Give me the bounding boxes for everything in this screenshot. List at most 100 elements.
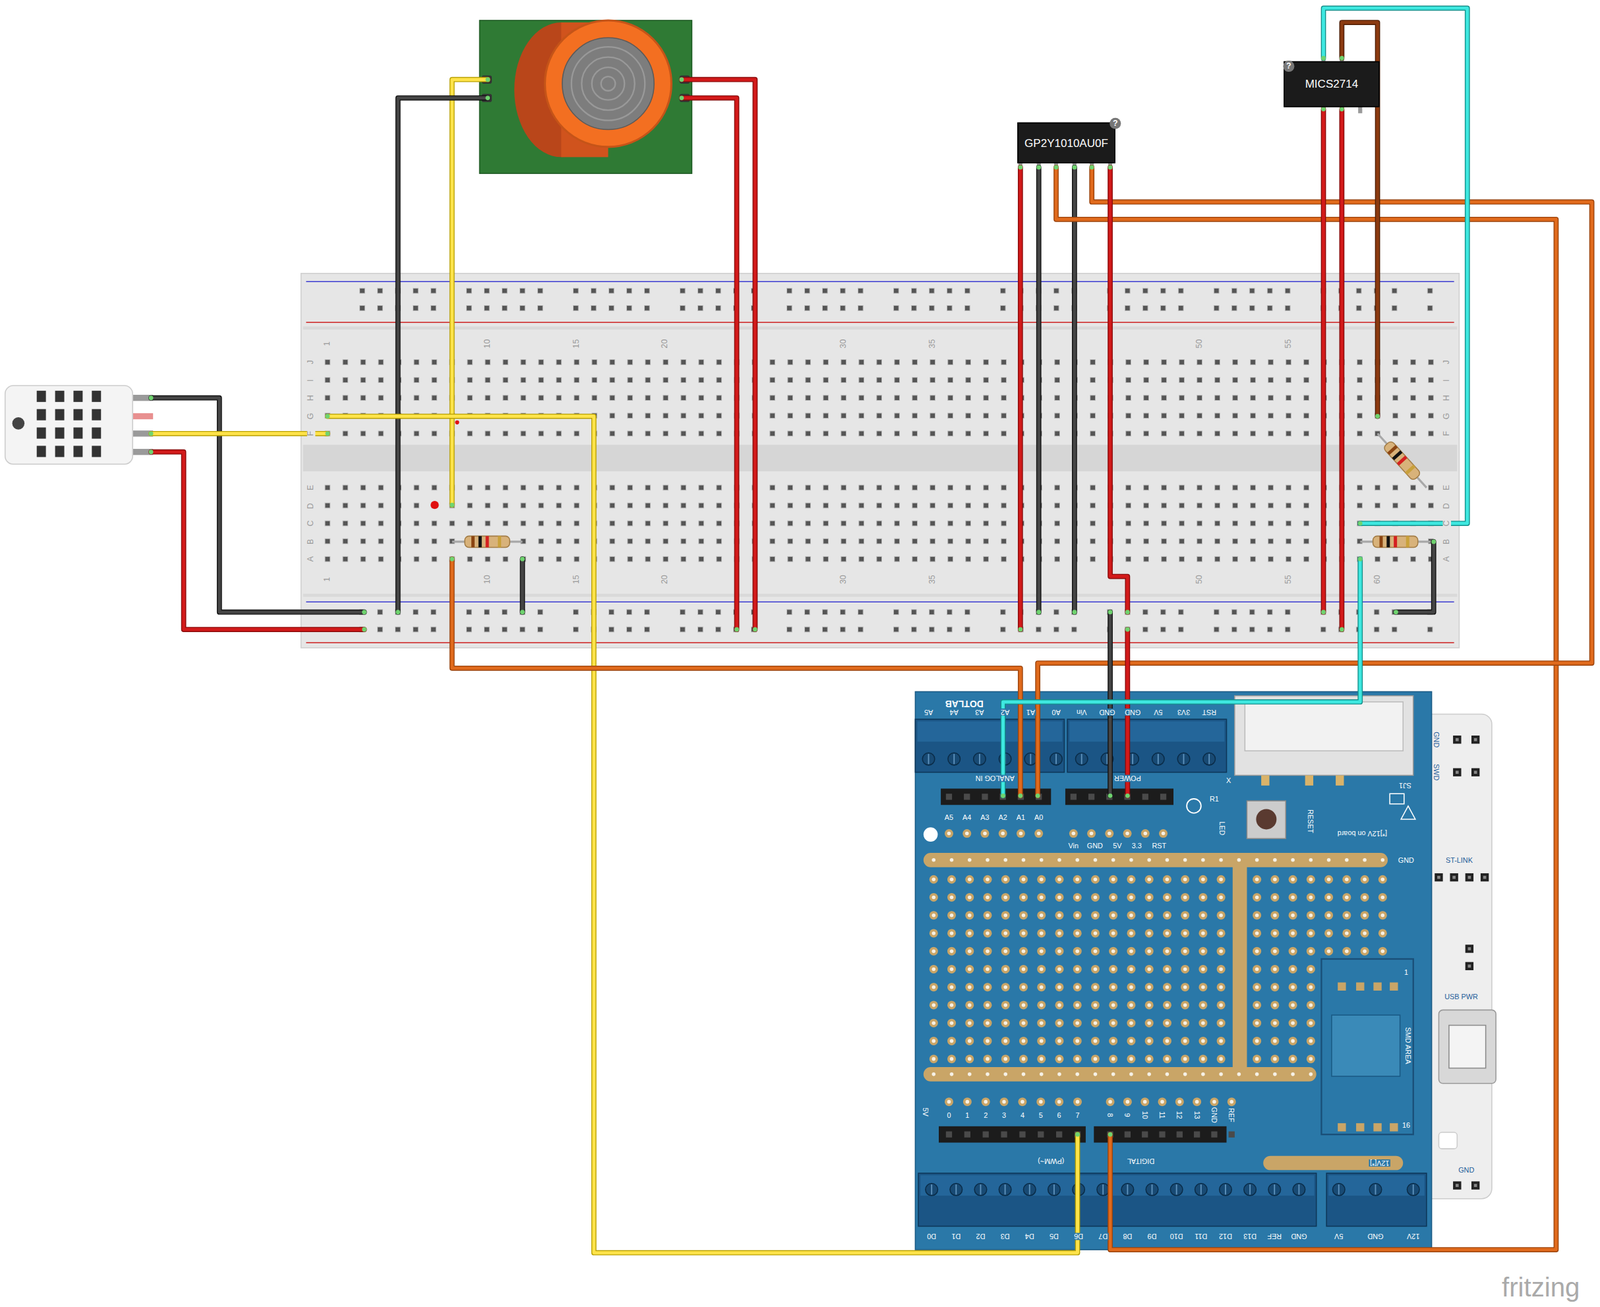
terminal-screw — [1244, 1183, 1257, 1196]
breadboard-hole — [485, 359, 491, 366]
pad-hole — [1183, 1003, 1188, 1008]
breadboard-hole — [626, 626, 633, 633]
pad-ring — [1126, 1000, 1136, 1010]
pad-hole — [985, 913, 990, 918]
pad-ring — [1270, 1019, 1279, 1028]
breadboard-hole — [574, 377, 580, 384]
pad-ring — [1252, 911, 1262, 920]
pin-label: DIGITAL — [1125, 1157, 1156, 1165]
pad-hole — [1195, 1100, 1200, 1105]
breadboard-hole — [716, 431, 722, 437]
pad-hole — [1212, 1100, 1217, 1105]
breadboard-hole — [1125, 556, 1132, 562]
breadboard-hole — [1214, 485, 1221, 491]
breadboard-hole — [485, 556, 491, 562]
pad-ring — [1270, 1037, 1279, 1046]
pad-ring — [1091, 965, 1100, 974]
wire-end — [325, 431, 330, 436]
pad-hole — [1255, 1072, 1260, 1077]
wire-edge — [1395, 541, 1434, 613]
breadboard-hole — [681, 377, 687, 384]
header-pin — [1193, 1131, 1200, 1138]
breadboard-hole — [1054, 503, 1061, 509]
breadboard-hole — [1427, 288, 1433, 294]
pad-hole — [1309, 858, 1314, 863]
pad-ring — [1037, 1069, 1046, 1079]
header-pin — [946, 793, 952, 800]
breadboard-hole — [1090, 377, 1096, 384]
pad-ring — [1126, 1069, 1136, 1079]
pad-ring — [1324, 875, 1334, 885]
wire-edge — [1071, 167, 1078, 613]
breadboard-hole — [1054, 413, 1061, 419]
breadboard-hole — [1125, 395, 1132, 401]
unconnected-marker — [430, 501, 439, 509]
pad-ring — [1106, 1097, 1115, 1107]
pad-hole — [1003, 1039, 1008, 1044]
breadboard-hole — [1268, 485, 1274, 491]
header-pin — [1088, 793, 1095, 800]
pad-ring — [1001, 1069, 1010, 1079]
breadboard-hole — [663, 359, 669, 366]
breadboard-hole — [805, 485, 811, 491]
pad-hole — [1309, 1072, 1314, 1077]
wire-end — [1000, 793, 1006, 799]
sensor-pin — [130, 413, 153, 420]
pad-ring — [1306, 1054, 1316, 1064]
screw-slot — [930, 1184, 933, 1195]
pad-hole — [1218, 913, 1223, 918]
wire-edge — [681, 79, 755, 630]
pad-ring — [929, 1000, 939, 1010]
pad-ring — [1162, 928, 1172, 938]
breadboard-hole — [681, 413, 687, 419]
pad-ring — [1037, 911, 1046, 920]
pad-ring — [1216, 928, 1226, 938]
header-pin — [1228, 1131, 1235, 1138]
breadboard-hole — [644, 305, 651, 312]
breadboard-hole — [1197, 538, 1203, 544]
breadboard-hole — [1214, 556, 1221, 562]
pad-hole — [1183, 895, 1188, 900]
wire-end — [1339, 627, 1345, 633]
breadboard-hole — [1090, 485, 1096, 491]
pad-hole — [1057, 967, 1062, 972]
breadboard-hole — [1160, 288, 1166, 294]
breadboard-hole — [1001, 413, 1007, 419]
breadboard-hole — [573, 609, 579, 616]
breadboard-hole — [485, 503, 491, 509]
breadboard-hole — [378, 503, 384, 509]
pad-ring — [1180, 1019, 1190, 1028]
pad-ring — [1270, 855, 1279, 865]
header-pin — [1434, 873, 1443, 882]
pad-ring — [1001, 1054, 1010, 1064]
header-pin-core — [1455, 738, 1459, 742]
breadboard-hole — [1303, 431, 1310, 437]
breadboard-hole — [822, 626, 828, 633]
breadboard-hole — [841, 556, 847, 562]
breadboard-hole — [698, 520, 705, 527]
breadboard-hole — [964, 626, 970, 633]
breadboard-hole — [1249, 305, 1255, 312]
breadboard-hole — [1427, 305, 1433, 312]
breadboard-hole — [715, 288, 721, 294]
wire — [327, 416, 1078, 1254]
pad-hole — [1165, 985, 1170, 990]
pad-ring — [1054, 1000, 1064, 1010]
breadboard-hole — [609, 520, 616, 527]
wire — [1340, 109, 1344, 630]
breadboard-hole — [876, 503, 883, 509]
pad-hole — [1309, 1021, 1314, 1026]
breadboard-index: 30 — [839, 338, 848, 350]
pad-ring — [1145, 855, 1154, 865]
pin-label: GND — [1366, 1233, 1385, 1241]
breadboard-hole — [716, 556, 722, 562]
wire-end — [1089, 164, 1095, 170]
jumper-pad — [1389, 793, 1405, 804]
pad-hole — [1111, 913, 1116, 918]
breadboard-hole — [1286, 538, 1292, 544]
breadboard-hole — [912, 395, 918, 401]
pad-hole — [1129, 931, 1134, 936]
breadboard-hole — [378, 485, 384, 491]
breadboard-hole — [503, 503, 509, 509]
breadboard-hole — [1160, 609, 1166, 616]
